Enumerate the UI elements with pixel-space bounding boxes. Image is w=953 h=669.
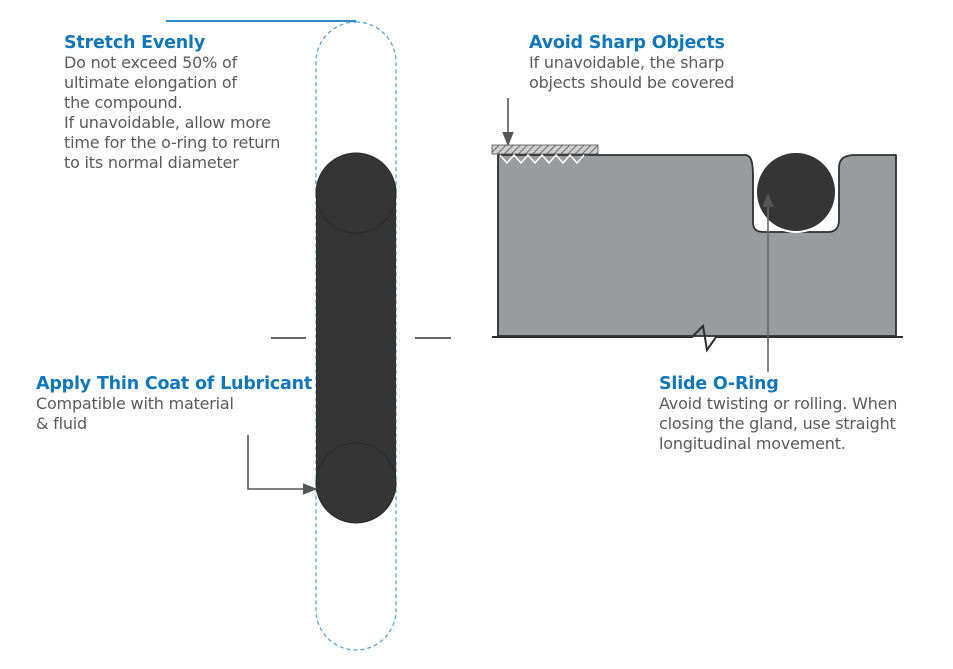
sharp-edge-cover xyxy=(491,144,599,155)
oring-top-cross-section xyxy=(315,152,397,234)
stretch-evenly-title: Stretch Evenly xyxy=(64,33,206,53)
lubricant-line: Compatible with material xyxy=(36,394,234,413)
lubricant-title: Apply Thin Coat of Lubricant xyxy=(36,374,313,394)
stretch-evenly-callout: Stretch Evenly Do not exceed 50% of ulti… xyxy=(64,33,280,173)
oring-bottom-cross-section xyxy=(315,442,397,524)
oring-in-gland xyxy=(755,151,837,233)
lubricant-arrow xyxy=(247,435,318,495)
stretch-evenly-line: the compound. xyxy=(64,93,183,112)
stretch-evenly-line: to its normal diameter xyxy=(64,153,239,172)
avoid-sharp-objects-line: objects should be covered xyxy=(529,73,735,92)
gland-base-line xyxy=(492,323,903,353)
slide-oring-title: Slide O-Ring xyxy=(659,374,779,394)
oring-body xyxy=(316,193,396,483)
slide-oring-line: closing the gland, use straight xyxy=(659,414,896,433)
lubricant-callout: Apply Thin Coat of Lubricant Compatible … xyxy=(36,374,312,434)
avoid-sharp-objects-callout: Avoid Sharp Objects If unavoidable, the … xyxy=(529,33,734,93)
lubricant-line: & fluid xyxy=(36,414,87,433)
stretch-evenly-line: Do not exceed 50% of xyxy=(64,53,238,72)
stretch-evenly-line: time for the o-ring to return xyxy=(64,133,281,152)
avoid-sharp-objects-title: Avoid Sharp Objects xyxy=(529,33,725,53)
gland-block xyxy=(497,154,897,337)
slide-oring-line: longitudinal movement. xyxy=(659,434,846,453)
stretch-evenly-line: ultimate elongation of xyxy=(64,73,237,92)
slide-oring-line: Avoid twisting or rolling. When xyxy=(659,394,898,413)
slide-oring-callout: Slide O-Ring Avoid twisting or rolling. … xyxy=(659,374,897,454)
sharp-teeth xyxy=(499,153,585,165)
stretch-evenly-line: If unavoidable, allow more xyxy=(64,113,271,132)
avoid-sharp-objects-line: If unavoidable, the sharp xyxy=(529,53,725,72)
